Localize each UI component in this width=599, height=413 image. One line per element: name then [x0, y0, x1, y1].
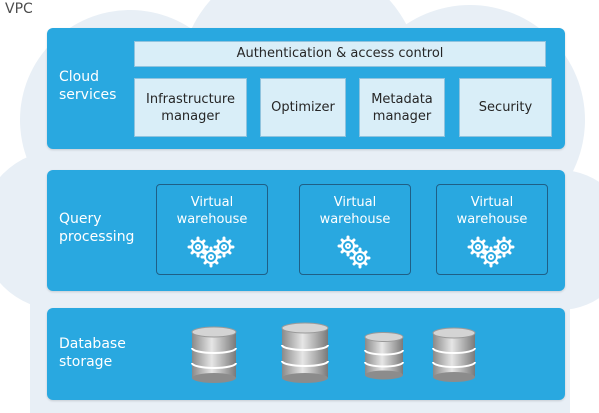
optimizer-label: Optimizer: [271, 100, 335, 115]
database-icon: [364, 332, 404, 380]
gears-icon: [467, 236, 515, 268]
gears-icon: [187, 236, 235, 268]
database-icon: [191, 326, 237, 383]
query-processing-label-line2: processing: [59, 229, 135, 245]
query-processing-layer: Query processing Virtual warehouse Virtu…: [47, 170, 565, 291]
security-box: Security: [459, 78, 552, 137]
query-processing-label-line1: Query: [59, 211, 102, 227]
cloud-services-label-line1: Cloud: [59, 69, 99, 85]
virtual-warehouse-2-line2: warehouse: [319, 212, 391, 227]
database-icon: [432, 327, 476, 382]
optimizer-box: Optimizer: [260, 78, 346, 137]
virtual-warehouse-1: Virtual warehouse: [156, 184, 268, 275]
virtual-warehouse-1-line1: Virtual: [190, 195, 234, 210]
database-icon: [281, 322, 329, 383]
metadata-manager-box: Metadata manager: [359, 78, 445, 137]
metadata-manager-line1: Metadata: [371, 91, 433, 107]
database-storage-label: Database storage: [59, 335, 139, 371]
cloud-services-label: Cloud services: [59, 68, 129, 104]
virtual-warehouse-2-label: Virtual warehouse: [300, 194, 410, 228]
metadata-manager-line2: manager: [372, 108, 432, 124]
vpc-label: VPC: [5, 1, 33, 17]
database-storage-layer: Database storage: [47, 308, 565, 400]
database-storage-label-line1: Database: [59, 336, 126, 352]
virtual-warehouse-2-line1: Virtual: [333, 195, 377, 210]
virtual-warehouse-3-label: Virtual warehouse: [437, 194, 547, 228]
infrastructure-manager-box: Infrastructure manager: [134, 78, 247, 137]
cloud-services-layer: Cloud services Authentication & access c…: [47, 28, 565, 149]
security-label: Security: [478, 100, 533, 115]
virtual-warehouse-1-line2: warehouse: [176, 212, 248, 227]
infrastructure-manager-line2: manager: [161, 108, 220, 124]
virtual-warehouse-1-label: Virtual warehouse: [157, 194, 267, 228]
authentication-access-control-box: Authentication & access control: [134, 41, 546, 67]
cloud-services-label-line2: services: [59, 87, 117, 103]
infrastructure-manager-line1: Infrastructure: [146, 91, 235, 107]
virtual-warehouse-3-line1: Virtual: [470, 195, 514, 210]
query-processing-label: Query processing: [59, 210, 139, 246]
gears-icon: [337, 235, 371, 269]
virtual-warehouse-2: Virtual warehouse: [299, 184, 411, 275]
virtual-warehouse-3-line2: warehouse: [456, 212, 528, 227]
database-storage-label-line2: storage: [59, 354, 113, 370]
virtual-warehouse-3: Virtual warehouse: [436, 184, 548, 275]
